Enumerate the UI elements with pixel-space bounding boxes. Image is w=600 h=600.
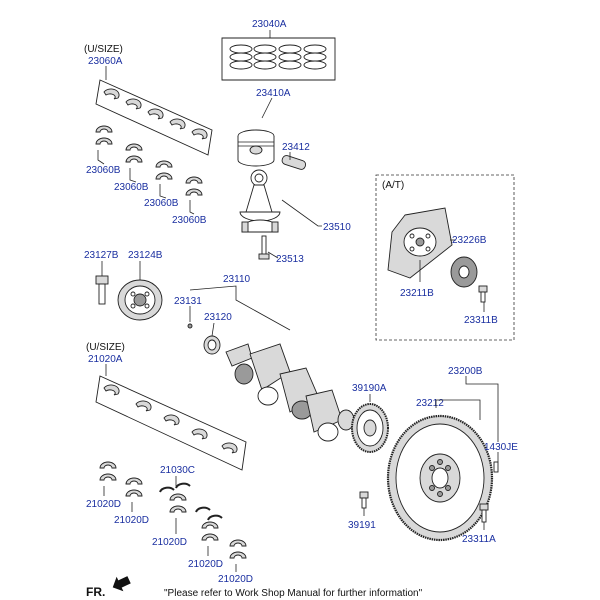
part-number-21030c[interactable]: 21030C xyxy=(160,465,195,476)
main-bearing-pair-2[interactable] xyxy=(125,143,143,163)
part-number-21020a[interactable]: 21020A xyxy=(88,354,123,365)
part-number-23060b-1[interactable]: 23060B xyxy=(86,165,121,176)
crankshaft-bearing-pair-3[interactable] xyxy=(169,493,187,513)
automatic-transmission-group: (A/T) xyxy=(375,174,515,341)
thrust-washers[interactable] xyxy=(159,482,223,521)
part-number-23120[interactable]: 23120 xyxy=(204,312,232,323)
part-number-23131[interactable]: 23131 xyxy=(174,296,202,307)
flywheel-bolt-small[interactable] xyxy=(359,491,369,509)
front-direction-label: FR. xyxy=(86,585,105,599)
piston[interactable] xyxy=(237,129,275,167)
part-number-23060b-2[interactable]: 23060B xyxy=(114,182,149,193)
part-number-23226b[interactable]: 23226B xyxy=(452,235,487,246)
flywheel[interactable] xyxy=(386,414,494,542)
part-number-1430je[interactable]: 1430JE xyxy=(484,442,518,453)
crankshaft-bearing-pair-5[interactable] xyxy=(229,539,247,559)
part-number-23060b-3[interactable]: 23060B xyxy=(144,198,179,209)
undersize-label-lower: (U/SIZE) xyxy=(86,342,125,353)
crankshaft-pulley-bolt[interactable] xyxy=(95,275,109,305)
connecting-rod-bolt[interactable] xyxy=(258,235,270,260)
part-number-23212[interactable]: 23212 xyxy=(416,398,444,409)
part-number-23510[interactable]: 23510 xyxy=(323,222,351,233)
part-number-23060b-4[interactable]: 23060B xyxy=(172,215,207,226)
part-number-21020d-5[interactable]: 21020D xyxy=(218,574,253,585)
drive-plate[interactable] xyxy=(387,207,453,279)
dowel-pin[interactable] xyxy=(493,461,499,473)
main-bearing-pair-1[interactable] xyxy=(95,125,113,145)
ring-gear-plate[interactable] xyxy=(351,403,389,453)
part-number-23060a[interactable]: 23060A xyxy=(88,56,123,67)
connecting-rod[interactable] xyxy=(239,169,281,233)
crankshaft-key[interactable] xyxy=(187,323,193,329)
crankshaft-bearing-set-lower[interactable] xyxy=(95,375,247,471)
main-bearing-pair-4[interactable] xyxy=(185,176,203,196)
part-number-39190a[interactable]: 39190A xyxy=(352,383,387,394)
part-number-23127b[interactable]: 23127B xyxy=(84,250,119,261)
piston-ring-set[interactable] xyxy=(221,37,336,81)
front-direction-arrow-icon xyxy=(112,576,131,592)
main-bearing-pair-3[interactable] xyxy=(155,160,173,180)
crankshaft-pulley[interactable] xyxy=(117,279,163,321)
piston-pin[interactable] xyxy=(281,154,307,170)
part-number-23211b[interactable]: 23211B xyxy=(400,288,434,299)
crankshaft-bearing-pair-2[interactable] xyxy=(125,477,143,497)
crankshaft-sprocket[interactable] xyxy=(203,335,221,355)
part-number-23311b[interactable]: 23311B xyxy=(464,315,498,326)
undersize-label-upper: (U/SIZE) xyxy=(84,44,123,55)
crankshaft-bearing-pair-4[interactable] xyxy=(201,521,219,541)
part-number-23311a[interactable]: 23311A xyxy=(462,534,496,545)
drive-plate-bolt[interactable] xyxy=(478,285,488,303)
part-number-23513[interactable]: 23513 xyxy=(276,254,304,265)
part-number-23200b[interactable]: 23200B xyxy=(448,366,483,377)
part-number-23110[interactable]: 23110 xyxy=(223,274,251,285)
part-number-21020d-1[interactable]: 21020D xyxy=(86,499,121,510)
part-number-21020d-2[interactable]: 21020D xyxy=(114,515,149,526)
part-number-23040a[interactable]: 23040A xyxy=(252,19,287,30)
crankshaft-bearing-pair-1[interactable] xyxy=(99,461,117,481)
part-number-21020d-4[interactable]: 21020D xyxy=(188,559,223,570)
crankshaft[interactable] xyxy=(225,343,355,442)
part-number-21020d-3[interactable]: 21020D xyxy=(152,537,187,548)
at-label: (A/T) xyxy=(382,180,404,191)
part-number-23410a[interactable]: 23410A xyxy=(256,88,291,99)
part-number-23124b[interactable]: 23124B xyxy=(128,250,163,261)
part-number-39191[interactable]: 39191 xyxy=(348,520,376,531)
drive-plate-adapter[interactable] xyxy=(450,256,478,288)
main-bearing-set-upper[interactable] xyxy=(95,79,213,156)
footer-note: "Please refer to Work Shop Manual for fu… xyxy=(164,588,423,599)
part-number-23412[interactable]: 23412 xyxy=(282,142,310,153)
